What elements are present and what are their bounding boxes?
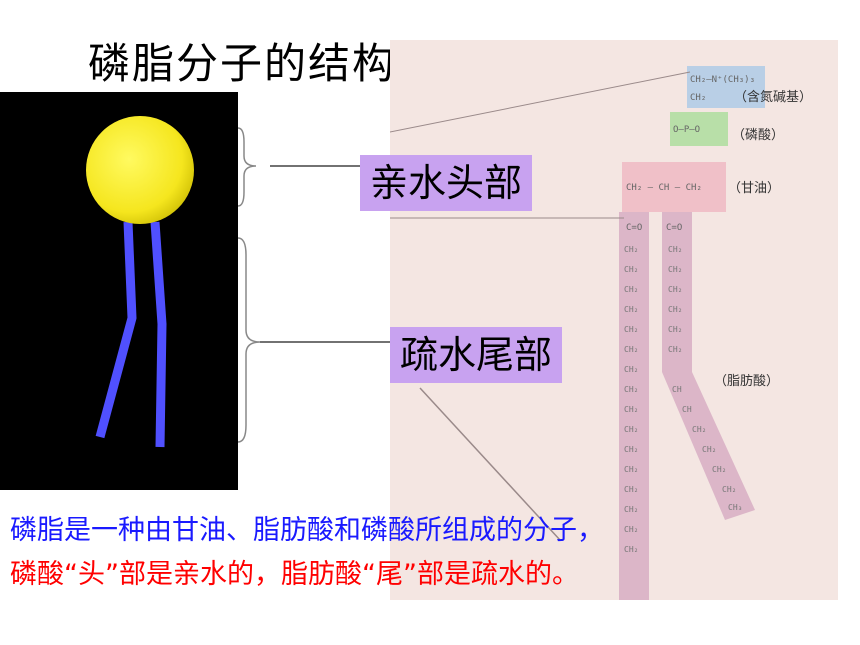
brace-connectors [237,127,392,443]
glycerol-label: （甘油） [728,181,781,196]
svg-text:C=O: C=O [666,223,682,233]
fatty-acid-chain-2 [662,212,692,372]
fatty-acid-chain-1 [619,212,649,600]
phosphate-box [670,112,728,146]
svg-text:CH₂: CH₂ [624,445,638,454]
svg-text:CH: CH [672,385,682,394]
tail-right [150,221,167,448]
choline-label: （含氮碱基） [734,90,813,105]
caption-line-1: 磷脂是一种由甘油、脂肪酸和磷酸所组成的分子， [10,515,604,546]
svg-text:CH₂: CH₂ [668,325,682,334]
svg-text:CH₂: CH₂ [624,545,638,554]
svg-text:CH₂: CH₂ [624,285,638,294]
svg-text:CH₂: CH₂ [702,445,716,454]
svg-text:CH₂: CH₂ [624,345,638,354]
phospholipid-model-illustration [86,116,194,448]
svg-text:CH₂: CH₂ [712,465,726,474]
svg-text:CH₂–N⁺(CH₃)₃: CH₂–N⁺(CH₃)₃ [690,75,755,85]
phospholipid-model-panel [0,92,238,490]
svg-text:CH₂ – CH – CH₂: CH₂ – CH – CH₂ [626,183,702,193]
caption-line-2: 磷酸“头”部是亲水的，脂肪酸“尾”部是疏水的。 [10,559,579,590]
svg-text:C=O: C=O [626,223,642,233]
svg-text:O–P–O: O–P–O [673,125,700,135]
svg-text:CH₂: CH₂ [624,525,638,534]
svg-text:CH₂: CH₂ [624,385,638,394]
svg-text:CH₂: CH₂ [624,505,638,514]
svg-text:CH₃: CH₃ [728,503,742,512]
hydrophobic-tail-label: 疏水尾部 [390,327,563,383]
svg-text:CH₂: CH₂ [624,425,638,434]
svg-text:CH₂: CH₂ [624,405,638,414]
choline-box [687,66,765,108]
head-brace [237,127,257,207]
fatty-acid-label: （脂肪酸） [714,374,780,389]
svg-text:CH₂: CH₂ [692,425,706,434]
svg-text:CH₂: CH₂ [690,93,706,103]
phosphate-label: （磷酸） [732,128,785,143]
page-title: 磷脂分子的结构 [88,39,397,88]
svg-text:CH₂: CH₂ [722,485,736,494]
hydrophilic-head-label: 亲水头部 [360,155,533,211]
svg-text:CH₂: CH₂ [624,325,638,334]
tail-brace [237,237,261,443]
svg-text:CH₂: CH₂ [668,245,682,254]
svg-text:CH₂: CH₂ [624,245,638,254]
svg-text:CH₂: CH₂ [668,345,682,354]
fatty-acid-chain-2-bent [662,372,755,520]
hydrophilic-head-sphere [86,116,194,224]
svg-text:CH₂: CH₂ [624,265,638,274]
chemical-structure-diagram: CH₂–N⁺(CH₃)₃ CH₂ O–P–O CH₂ – CH – CH₂ C=… [390,40,838,600]
svg-text:CH₂: CH₂ [624,305,638,314]
svg-text:CH₂: CH₂ [668,305,682,314]
svg-text:CH₂: CH₂ [624,365,638,374]
glycerol-box [622,162,726,212]
svg-text:CH₂: CH₂ [624,465,638,474]
tail-left [95,221,137,439]
svg-text:CH₂: CH₂ [624,485,638,494]
svg-text:CH₂: CH₂ [668,285,682,294]
svg-text:CH: CH [682,405,692,414]
svg-text:CH₂: CH₂ [668,265,682,274]
